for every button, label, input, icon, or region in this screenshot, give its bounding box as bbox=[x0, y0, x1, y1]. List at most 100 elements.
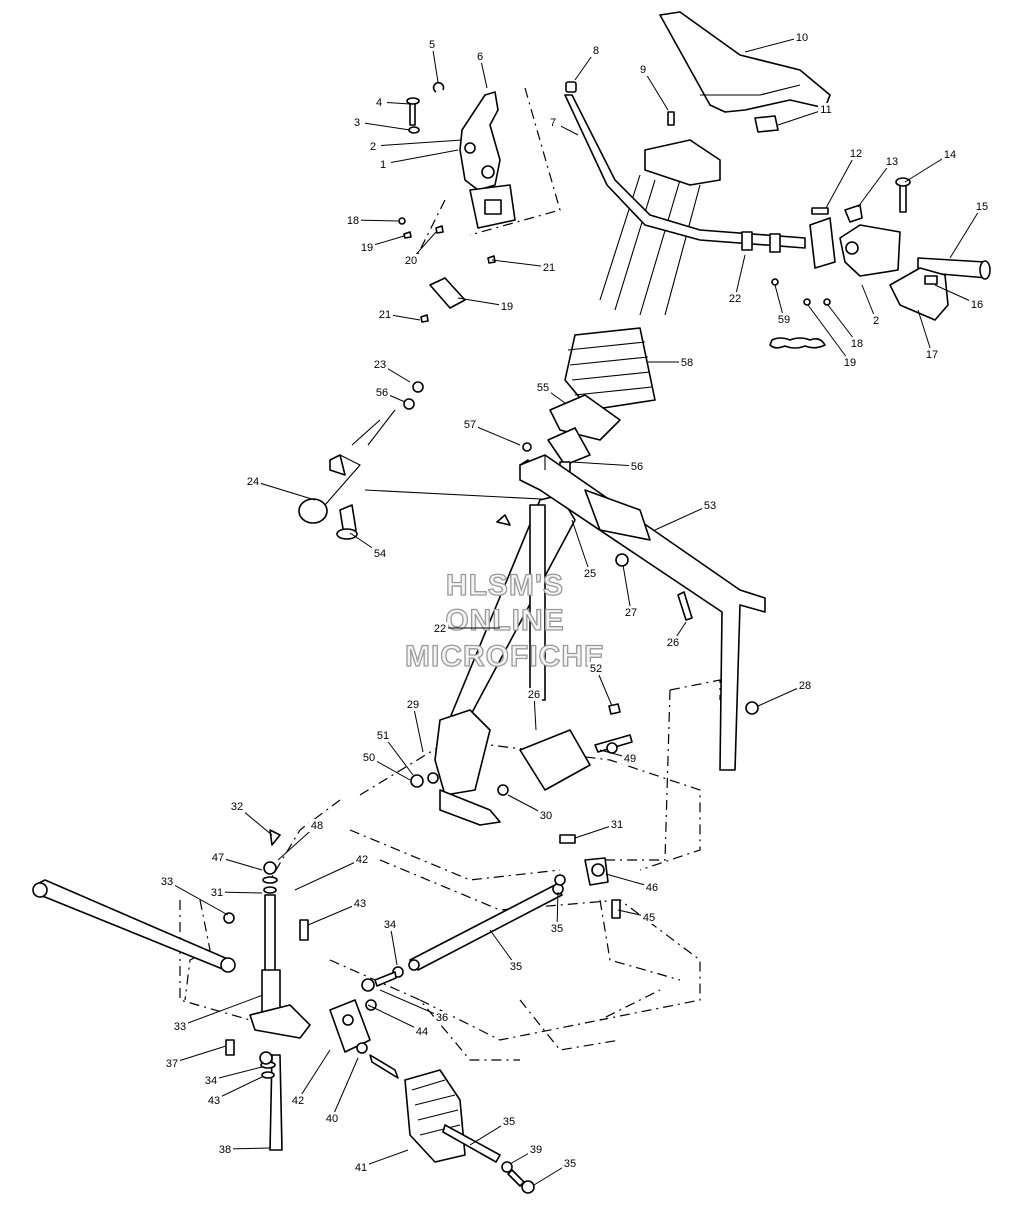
callout-leader-line bbox=[744, 36, 803, 53]
callout-58: 58 bbox=[648, 356, 695, 369]
callout-number: 31 bbox=[611, 819, 623, 831]
callout-leader-line bbox=[917, 309, 933, 355]
callout-label-bg bbox=[403, 254, 419, 267]
callout-label-bg bbox=[541, 261, 557, 274]
callout-37: 37 bbox=[164, 1045, 227, 1070]
callout-number: 21 bbox=[543, 262, 555, 274]
callout-number: 20 bbox=[405, 255, 417, 267]
main-frame bbox=[519, 454, 766, 771]
callout-number: 41 bbox=[355, 1162, 367, 1174]
callout-43: 43 bbox=[206, 1076, 263, 1107]
callout-label-bg bbox=[372, 547, 388, 560]
callout-number: 42 bbox=[356, 854, 368, 866]
callout-number: 7 bbox=[550, 117, 556, 129]
callout-number: 52 bbox=[590, 663, 602, 675]
callout-number: 23 bbox=[374, 359, 386, 371]
callout-18: 18 bbox=[345, 214, 399, 227]
callout-number: 56 bbox=[376, 387, 388, 399]
callout-label-bg bbox=[635, 63, 651, 76]
callout-label-bg bbox=[361, 751, 377, 764]
callout-number: 34 bbox=[205, 1075, 217, 1087]
callout-leader-line bbox=[825, 152, 857, 209]
callout-28: 28 bbox=[757, 679, 813, 707]
callout-number: 19 bbox=[844, 357, 856, 369]
callout-41: 41 bbox=[353, 1149, 409, 1174]
shift-column-assembly bbox=[298, 327, 656, 844]
callout-11: 11 bbox=[777, 103, 834, 126]
callout-leader-line bbox=[367, 1004, 423, 1032]
callout-number: 40 bbox=[326, 1113, 338, 1125]
callout-number: 1 bbox=[380, 159, 386, 171]
callout-label-bg bbox=[528, 1143, 544, 1156]
callout-label-bg bbox=[290, 1094, 306, 1107]
callout-29: 29 bbox=[405, 698, 424, 753]
callout-number: 24 bbox=[247, 476, 259, 488]
callout-number: 19 bbox=[501, 301, 513, 313]
callout-17: 17 bbox=[917, 309, 940, 361]
callout-label-bg bbox=[644, 881, 660, 894]
callout-label-bg bbox=[501, 1115, 517, 1128]
callout-number: 47 bbox=[212, 852, 224, 864]
callout-48: 48 bbox=[277, 819, 325, 861]
callout-number: 22 bbox=[434, 623, 446, 635]
seat-assembly bbox=[644, 11, 831, 186]
callout-19: 19 bbox=[457, 297, 515, 313]
callout-label-bg bbox=[164, 1057, 180, 1070]
callout-label-bg bbox=[359, 241, 375, 254]
callout-label-bg bbox=[535, 381, 551, 394]
callout-18: 18 bbox=[827, 304, 865, 350]
callout-label-bg bbox=[345, 214, 361, 227]
callout-2: 2 bbox=[365, 139, 463, 153]
callout-31: 31 bbox=[574, 818, 625, 839]
callout-14: 14 bbox=[904, 148, 958, 183]
callout-number: 18 bbox=[347, 215, 359, 227]
callout-label-bg bbox=[499, 300, 515, 313]
callout-leader-line bbox=[571, 461, 638, 467]
callout-33: 33 bbox=[172, 994, 264, 1033]
callout-label-bg bbox=[665, 636, 681, 649]
callout-number: 10 bbox=[796, 32, 808, 44]
callout-leader-line bbox=[372, 139, 463, 147]
callout-number: 22 bbox=[729, 293, 741, 305]
callout-number: 26 bbox=[667, 637, 679, 649]
callout-number: 12 bbox=[850, 148, 862, 160]
callout-leader-line bbox=[654, 504, 711, 531]
callout-number: 55 bbox=[537, 382, 549, 394]
callout-7: 7 bbox=[545, 116, 579, 136]
callout-27: 27 bbox=[622, 564, 639, 619]
callout-46: 46 bbox=[605, 873, 660, 894]
callout-35: 35 bbox=[469, 1115, 517, 1146]
callout-15: 15 bbox=[949, 200, 990, 259]
callout-label-bg bbox=[375, 729, 391, 742]
handlebar-assembly bbox=[564, 81, 991, 349]
callout-leader-line bbox=[382, 149, 459, 165]
callout-35: 35 bbox=[489, 929, 524, 973]
callout-label-bg bbox=[924, 348, 940, 361]
callout-44: 44 bbox=[367, 1004, 430, 1038]
callout-label-bg bbox=[472, 50, 488, 63]
callout-59: 59 bbox=[774, 284, 792, 326]
callout-label-bg bbox=[622, 752, 638, 765]
bracket-assembly bbox=[398, 81, 516, 323]
callout-number: 16 bbox=[971, 299, 983, 311]
callout-21: 21 bbox=[491, 259, 557, 274]
callout-19: 19 bbox=[359, 235, 405, 254]
callout-25: 25 bbox=[571, 519, 598, 580]
callout-label-bg bbox=[549, 922, 565, 935]
callout-12: 12 bbox=[825, 147, 864, 209]
watermark-line-2: ONLINE bbox=[445, 604, 564, 637]
callout-number: 35 bbox=[564, 1158, 576, 1170]
callout-label-bg bbox=[884, 155, 900, 168]
callout-label-bg bbox=[797, 679, 813, 692]
callout-number: 2 bbox=[370, 141, 376, 153]
callout-number: 8 bbox=[593, 45, 599, 57]
callout-label-bg bbox=[588, 44, 604, 57]
callout-56: 56 bbox=[571, 460, 645, 473]
callout-number: 54 bbox=[374, 548, 386, 560]
callout-number: 2 bbox=[873, 315, 879, 327]
callout-26: 26 bbox=[526, 688, 542, 731]
callout-22: 22 bbox=[432, 622, 500, 635]
callout-leader-line bbox=[949, 205, 983, 259]
callout-label-bg bbox=[974, 200, 990, 213]
callout-label-bg bbox=[702, 499, 718, 512]
